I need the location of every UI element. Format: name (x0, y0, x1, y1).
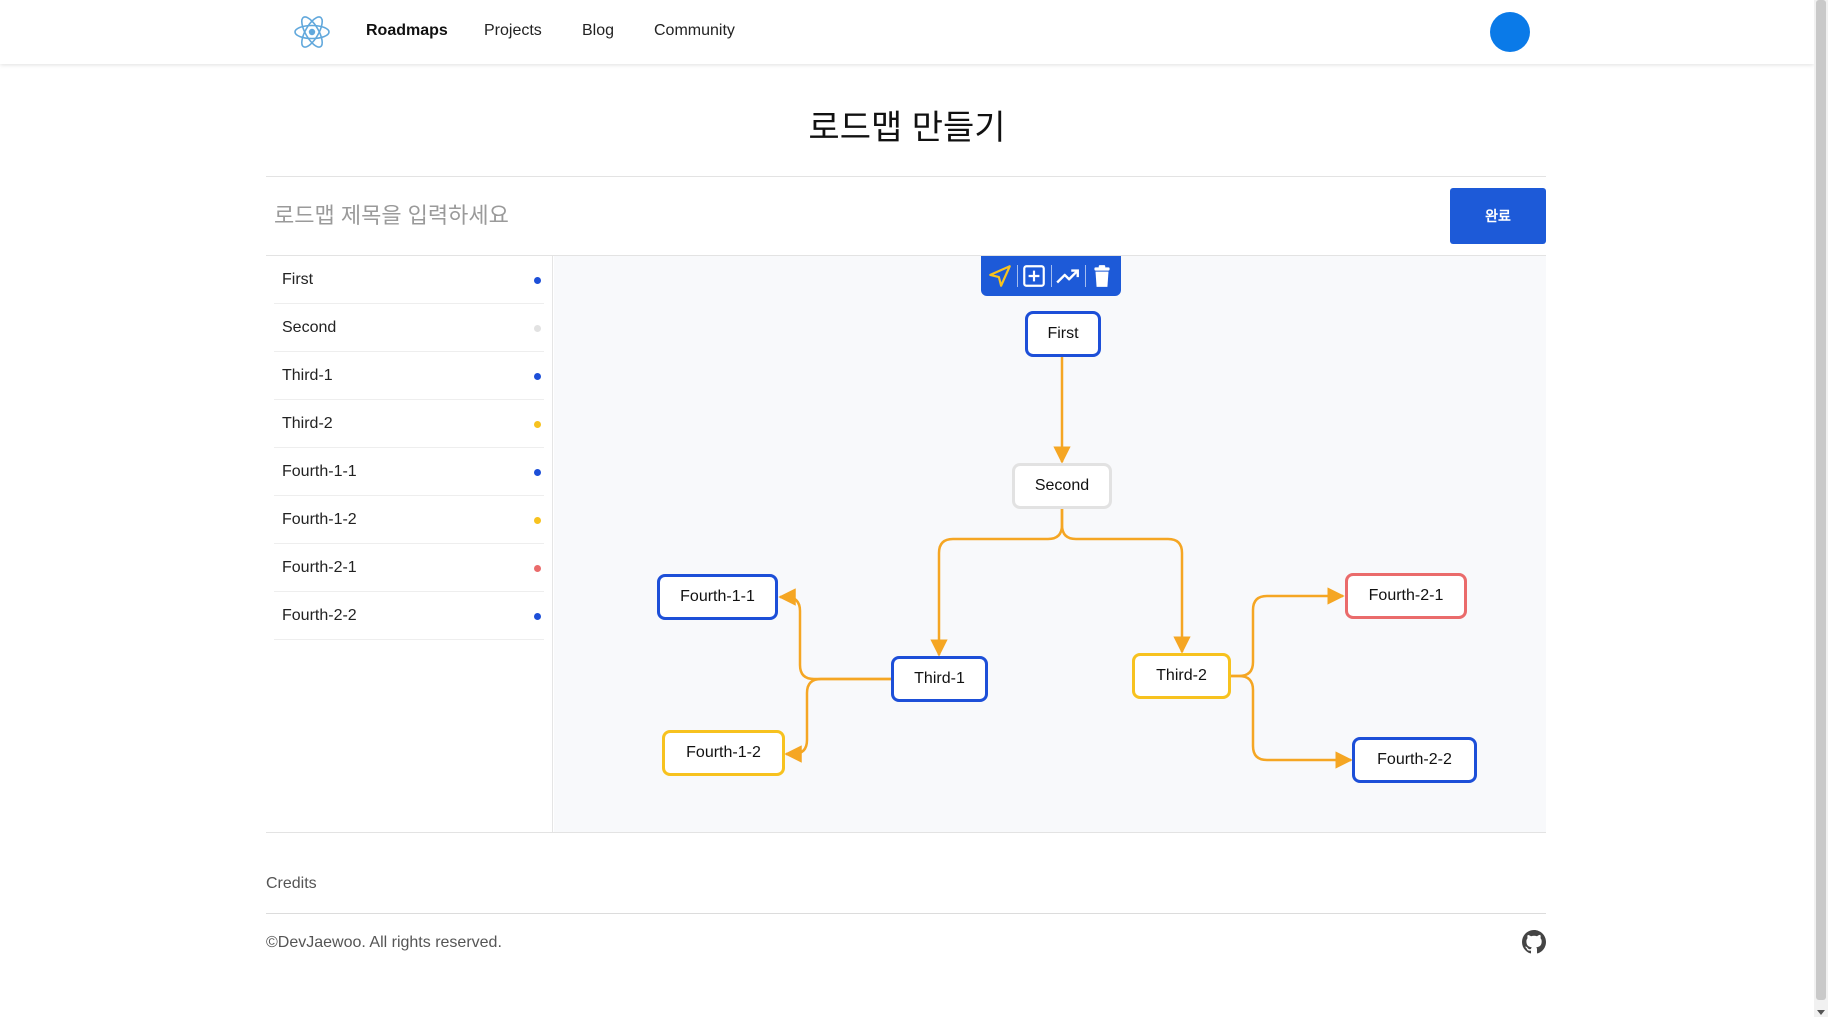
sidebar-item-first[interactable]: First (274, 256, 544, 304)
node-second[interactable]: Second (1012, 463, 1112, 509)
divider (266, 255, 1546, 256)
react-logo-icon[interactable] (292, 12, 332, 52)
sidebar-item-label: Fourth-1-1 (282, 463, 357, 480)
sidebar-item-label: Third-2 (282, 415, 333, 432)
status-dot (534, 613, 541, 620)
nav-blog[interactable]: Blog (582, 22, 615, 39)
edge-third-2-fourth-2-2[interactable] (1231, 674, 1353, 769)
nav-roadmaps[interactable]: Roadmaps (366, 22, 448, 39)
divider (266, 832, 1546, 833)
done-button[interactable]: 완료 (1450, 188, 1546, 244)
trash-icon[interactable] (1089, 263, 1115, 289)
toolbar-separator (1085, 265, 1086, 287)
footer-divider (266, 913, 1546, 914)
sidebar-item-fourth-2-2[interactable]: Fourth-2-2 (274, 592, 544, 640)
node-fourth-2-2[interactable]: Fourth-2-2 (1352, 737, 1477, 783)
sidebar-item-fourth-1-1[interactable]: Fourth-1-1 (274, 448, 544, 496)
top-navbar: Roadmaps Projects Blog Community (0, 0, 1814, 64)
sidebar-item-label: Third-1 (282, 367, 333, 384)
sidebar-item-third-2[interactable]: Third-2 (274, 400, 544, 448)
credits-link[interactable]: Credits (266, 875, 317, 892)
copyright-text: ©DevJaewoo. All rights reserved. (266, 934, 502, 951)
node-fourth-1-2[interactable]: Fourth-1-2 (662, 730, 785, 776)
canvas-toolbar (981, 256, 1121, 296)
node-first[interactable]: First (1025, 311, 1101, 357)
sidebar-item-label: Fourth-2-1 (282, 559, 357, 576)
edge-third-1-fourth-1-2[interactable] (784, 677, 891, 763)
sidebar-item-fourth-2-1[interactable]: Fourth-2-1 (274, 544, 544, 592)
edge-third-2-fourth-2-1[interactable] (1231, 587, 1345, 678)
nav-projects[interactable]: Projects (484, 22, 542, 39)
status-dot (534, 565, 541, 572)
roadmap-title-input[interactable] (266, 188, 1436, 244)
status-dot (534, 421, 541, 428)
toolbar-separator (1017, 265, 1018, 287)
sidebar-item-label: Fourth-1-2 (282, 511, 357, 528)
sidebar-item-label: Fourth-2-2 (282, 607, 357, 624)
add-node-icon[interactable] (1021, 263, 1047, 289)
status-dot (534, 277, 541, 284)
github-icon[interactable] (1522, 930, 1546, 954)
page-scrollbar[interactable] (1814, 0, 1828, 1017)
sidebar-item-fourth-1-2[interactable]: Fourth-1-2 (274, 496, 544, 544)
sidebar-item-label: First (282, 271, 314, 288)
scrollbar-thumb[interactable] (1816, 0, 1826, 1000)
connect-edge-icon[interactable] (1055, 263, 1081, 289)
sidebar-item-label: Second (282, 319, 337, 336)
sidebar-item-second[interactable]: Second (274, 304, 544, 352)
node-fourth-2-1[interactable]: Fourth-2-1 (1345, 573, 1467, 619)
node-third-1[interactable]: Third-1 (891, 656, 988, 702)
toolbar-separator (1051, 265, 1052, 287)
scroll-down-arrow-icon[interactable] (1817, 1010, 1825, 1015)
node-third-2[interactable]: Third-2 (1132, 653, 1231, 699)
status-dot (534, 469, 541, 476)
edge-second-third-2[interactable] (1060, 509, 1191, 654)
sidebar-item-third-1[interactable]: Third-1 (274, 352, 544, 400)
status-dot (534, 373, 541, 380)
page-title: 로드맵 만들기 (808, 109, 1006, 147)
edge-second-third-1[interactable] (930, 509, 1064, 657)
nav-community[interactable]: Community (654, 22, 735, 39)
user-avatar[interactable] (1490, 12, 1530, 52)
node-list-sidebar: First Second Third-1 Third-2 Fourth-1-1 … (266, 256, 553, 832)
status-dot (534, 325, 541, 332)
status-dot (534, 517, 541, 524)
edge-third-1-fourth-1-1[interactable] (778, 588, 891, 681)
node-fourth-1-1[interactable]: Fourth-1-1 (657, 574, 778, 620)
navigate-icon[interactable] (987, 263, 1013, 289)
divider (266, 176, 1546, 177)
